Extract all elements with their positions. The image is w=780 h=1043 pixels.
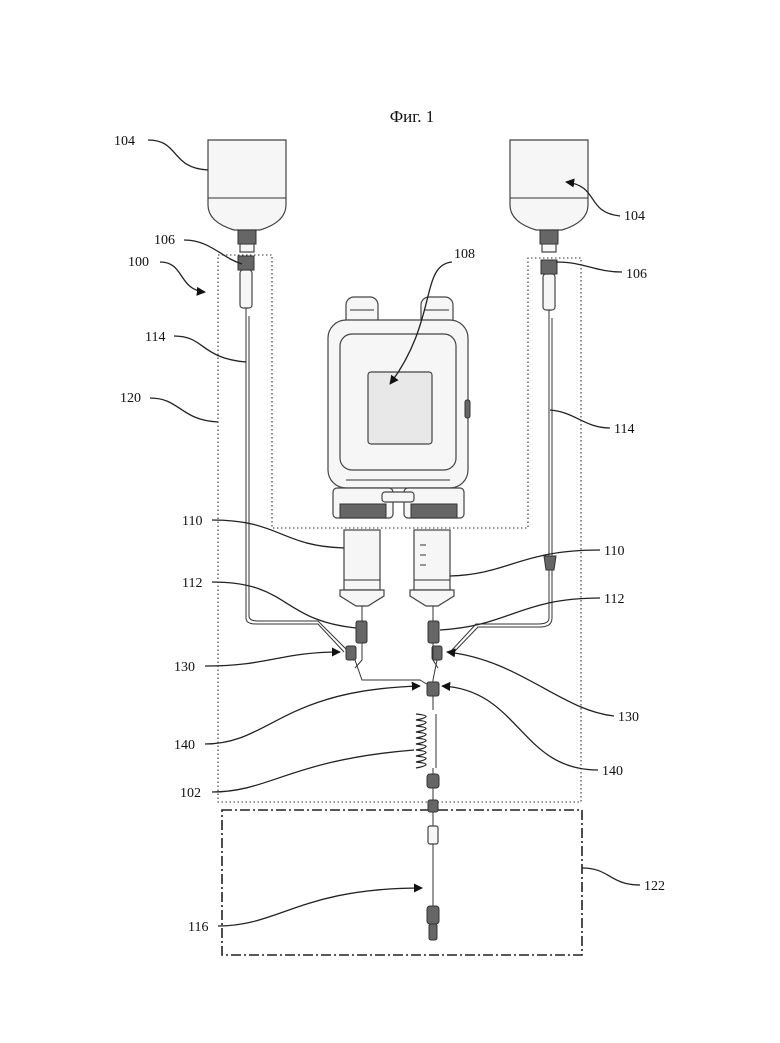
label-100: 100 [128, 255, 149, 270]
drip-chamber-left [238, 256, 254, 316]
label-112-right: 112 [604, 592, 624, 607]
figure-title: Фиг. 1 [390, 107, 435, 126]
valve-right [428, 621, 439, 643]
coiled-tubing [414, 712, 438, 770]
syringe-right [410, 530, 454, 606]
enclosure-122 [222, 810, 582, 955]
label-112-left: 112 [182, 576, 202, 591]
label-130-right: 130 [618, 710, 639, 725]
label-110-right: 110 [604, 544, 624, 559]
syringe-left [340, 530, 384, 606]
pump-device [328, 297, 470, 518]
connector-130-left [346, 646, 356, 660]
label-120: 120 [120, 391, 141, 406]
label-106-right: 106 [626, 267, 647, 282]
bottle-right [510, 140, 588, 252]
patient-line [427, 812, 439, 940]
label-106-left: 106 [154, 233, 175, 248]
leader-lines [148, 140, 640, 926]
label-140-right: 140 [602, 764, 623, 779]
valve-left [356, 621, 367, 643]
label-108: 108 [454, 247, 475, 262]
label-110-left: 110 [182, 514, 202, 529]
label-104-right: 104 [624, 209, 645, 224]
label-102: 102 [180, 786, 201, 801]
label-104-left: 104 [114, 134, 135, 149]
junction-140 [427, 682, 439, 696]
label-116: 116 [188, 920, 208, 935]
label-130-left: 130 [174, 660, 195, 675]
label-140-left: 140 [174, 738, 195, 753]
clamp-right [544, 556, 556, 570]
label-114-right: 114 [614, 422, 634, 437]
bottle-left [208, 140, 286, 252]
connector-lower [427, 774, 439, 788]
label-122: 122 [644, 879, 665, 894]
drip-chamber-right [541, 260, 557, 318]
label-114-left: 114 [145, 330, 165, 345]
